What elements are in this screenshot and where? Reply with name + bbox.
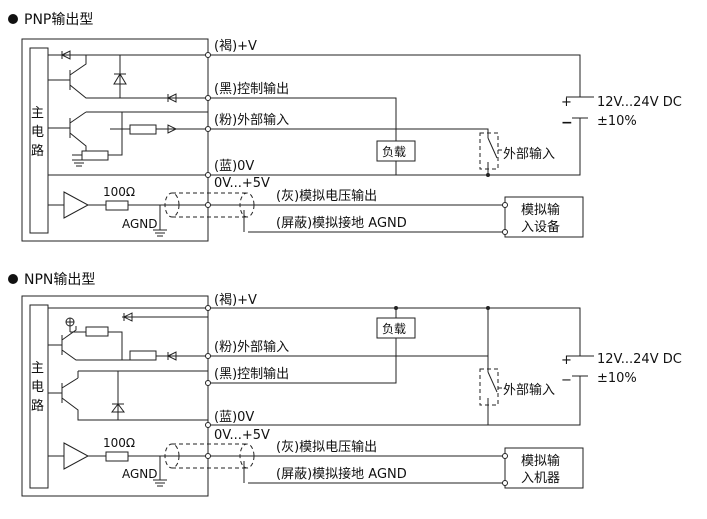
pnp-analog-device-box [504, 196, 584, 238]
npn-internal-circuit [48, 307, 208, 487]
npn-supply-voltage: 12V...24V DC [597, 352, 682, 367]
npn-input-terminal [205, 353, 211, 359]
npn-ground-terminal [205, 422, 211, 428]
pnp-section-title: PNP输出型 [24, 12, 93, 28]
pnp-supply-plus: + [561, 95, 572, 110]
pnp-main-circuit-char-3: 路 [31, 143, 44, 159]
pnp-input-terminal [205, 126, 211, 132]
pnp-resistor-label: 100Ω [103, 185, 135, 199]
pnp-power-terminal [205, 52, 211, 58]
pnp-bullet [8, 14, 18, 24]
npn-power-wire-label: (褐)+V [214, 293, 257, 308]
pnp-shield-label: (屏蔽)模拟接地 AGND [276, 215, 407, 231]
npn-analog-terminal [205, 453, 211, 459]
npn-shield-label: (屏蔽)模拟接地 AGND [276, 466, 407, 482]
pnp-supply-minus: − [561, 115, 573, 131]
pnp-analog-device-line-2: 入设备 [521, 219, 560, 235]
npn-analog-device-line-2: 入机器 [521, 471, 560, 486]
pnp-section: PNP输出型 主 电 路 100Ω AGN [8, 12, 682, 242]
npn-analog-device-line-1: 模拟输 [521, 453, 560, 469]
npn-resistor-label: 100Ω [103, 436, 135, 450]
npn-supply-minus: − [561, 373, 572, 388]
npn-switch-label: 外部输入 [503, 382, 555, 398]
npn-load-label: 负载 [382, 322, 406, 336]
pnp-main-frame [21, 38, 209, 242]
pnp-supply-voltage: 12V...24V DC [597, 95, 682, 110]
npn-control-wire-label: (黑)控制输出 [214, 366, 289, 382]
npn-bullet [8, 274, 18, 284]
npn-control-terminal [205, 380, 211, 386]
npn-analog-range-label: 0V...+5V [214, 428, 270, 443]
npn-supply-tolerance: ±10% [597, 371, 637, 386]
pnp-load-label: 负载 [382, 145, 406, 159]
pnp-supply-tolerance: ±10% [597, 114, 637, 129]
pnp-ground-terminal [205, 172, 211, 178]
pnp-analog-range-label: 0V...+5V [214, 176, 270, 191]
pnp-control-wire-label: (黑)控制输出 [214, 81, 289, 97]
pnp-agnd-label: AGND [122, 217, 158, 231]
npn-analog-device-box [504, 447, 584, 489]
pnp-control-terminal [205, 95, 211, 101]
npn-analog-output-label: (灰)模拟电压输出 [276, 439, 377, 455]
npn-ground-wire-label: (蓝)0V [214, 410, 254, 425]
npn-supply-plus: + [561, 353, 572, 368]
pnp-main-circuit-char-1: 主 [31, 106, 44, 121]
npn-section-title: NPN输出型 [24, 272, 95, 288]
pnp-analog-terminal [205, 202, 211, 208]
pnp-external-wiring [164, 54, 594, 233]
pnp-main-circuit-char-2: 电 [31, 125, 44, 140]
pnp-junction-dot [486, 173, 490, 177]
npn-main-circuit-char-1: 主 [31, 361, 44, 376]
npn-external-wiring [164, 307, 594, 484]
npn-main-frame [21, 295, 209, 497]
npn-main-circuit-block [29, 304, 49, 489]
npn-section: NPN输出型 主 电 路 100Ω AGND [8, 272, 682, 497]
npn-junction-dot-1 [394, 306, 398, 310]
pnp-input-wire-label: (粉)外部输入 [214, 112, 289, 128]
pnp-switch-label: 外部输入 [503, 146, 555, 162]
npn-main-circuit-char-3: 路 [31, 398, 44, 414]
npn-agnd-label: AGND [122, 467, 158, 481]
pnp-load-box [376, 140, 416, 162]
pnp-main-circuit-block [29, 47, 49, 234]
npn-load-box [376, 317, 416, 339]
npn-power-terminal [205, 305, 211, 311]
pnp-internal-circuit [48, 50, 208, 237]
npn-main-circuit-char-2: 电 [31, 380, 44, 395]
pnp-analog-output-label: (灰)模拟电压输出 [276, 188, 377, 204]
pnp-power-wire-label: (褐)+V [214, 39, 257, 54]
pnp-analog-device-line-1: 模拟输 [521, 202, 560, 218]
npn-input-wire-label: (粉)外部输入 [214, 339, 289, 355]
npn-junction-dot-2 [486, 306, 490, 310]
pnp-ground-wire-label: (蓝)0V [214, 159, 254, 174]
